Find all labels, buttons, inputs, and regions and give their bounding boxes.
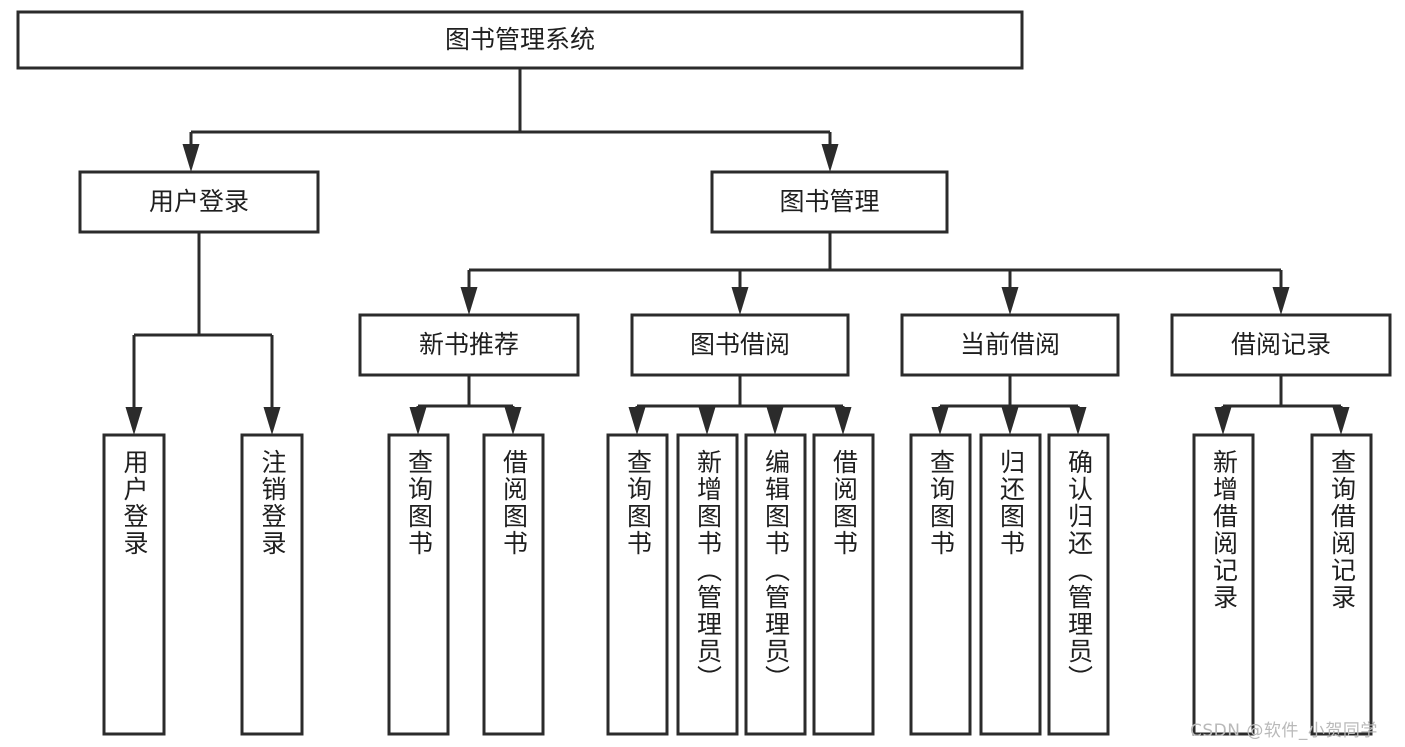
connector-new-book-recommend — [409, 375, 522, 435]
connector-borrow-record — [1214, 375, 1350, 435]
node-label-user-login: 用户登录 — [149, 187, 249, 216]
node-box-leaf-query-record[interactable] — [1310, 433, 1373, 736]
node-label-root: 图书管理系统 — [445, 25, 595, 54]
connector-book-borrow — [628, 375, 852, 435]
node-box-new-book-recommend[interactable] — [358, 313, 580, 377]
node-box-book-manage[interactable] — [710, 170, 949, 234]
node-label-current-borrow: 当前借阅 — [960, 330, 1060, 359]
node-box-leaf-return-book[interactable] — [979, 433, 1042, 736]
node-box-leaf-add-book[interactable] — [676, 433, 739, 736]
connector-book-manage — [460, 232, 1290, 315]
connector-layer — [125, 68, 1350, 435]
connector-current-borrow — [931, 375, 1087, 435]
node-box-leaf-add-record[interactable] — [1192, 433, 1255, 736]
node-box-book-borrow[interactable] — [630, 313, 850, 377]
node-box-leaf-query-book-recommend[interactable] — [387, 433, 450, 736]
node-label-new-book-recommend: 新书推荐 — [419, 330, 519, 359]
node-box-leaf-edit-book[interactable] — [744, 433, 807, 736]
node-box-leaf-confirm-return[interactable] — [1047, 433, 1110, 736]
node-box-leaf-logout[interactable] — [240, 433, 304, 736]
node-box-root[interactable] — [16, 10, 1024, 70]
connector-root — [182, 68, 839, 172]
node-label-book-borrow: 图书借阅 — [690, 330, 790, 359]
connector-user-login — [125, 232, 281, 435]
node-layer — [16, 10, 1392, 736]
node-box-current-borrow[interactable] — [900, 313, 1120, 377]
watermark-text: CSDN @软件_小贺同学 — [1190, 721, 1378, 741]
node-box-leaf-user-login[interactable] — [102, 433, 166, 736]
node-box-leaf-query-book-current[interactable] — [909, 433, 972, 736]
node-box-leaf-borrow-book-recommend[interactable] — [482, 433, 545, 736]
node-label-borrow-record: 借阅记录 — [1231, 330, 1331, 359]
node-box-user-login[interactable] — [78, 170, 320, 234]
node-box-borrow-record[interactable] — [1170, 313, 1392, 377]
node-box-leaf-query-book[interactable] — [606, 433, 669, 736]
node-box-leaf-borrow-book[interactable] — [812, 433, 875, 736]
node-label-book-manage: 图书管理 — [779, 187, 879, 216]
